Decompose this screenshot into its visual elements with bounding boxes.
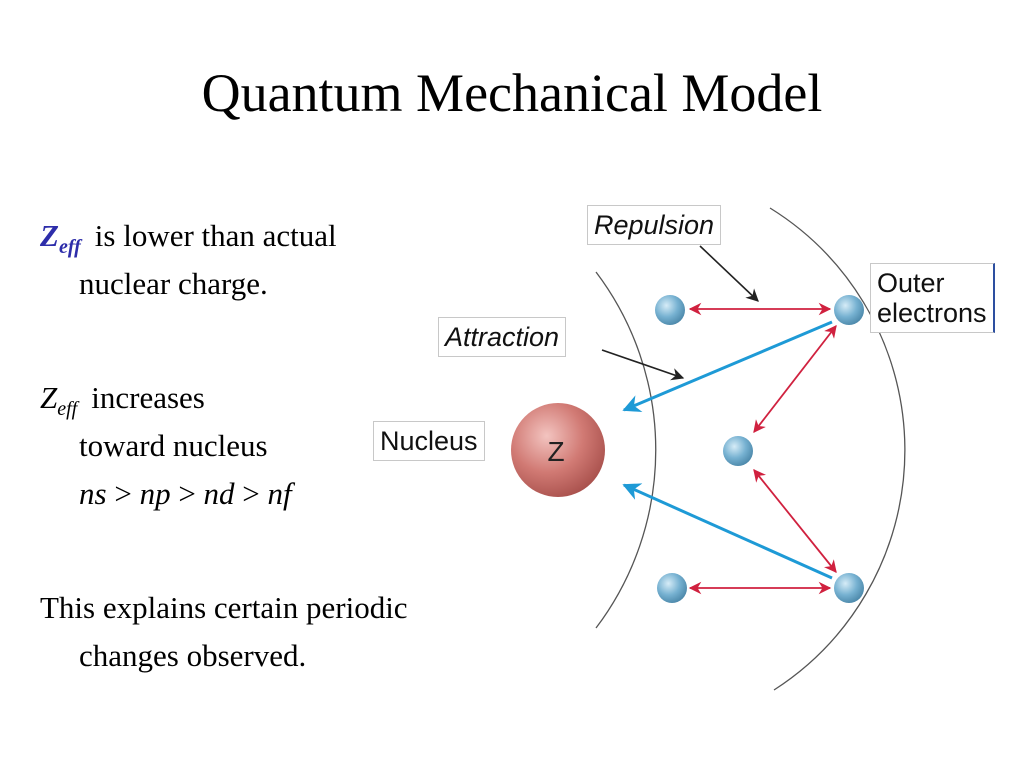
repulsion-pointer-arrow [699,245,759,302]
orbital-ns: ns [79,476,107,511]
bullet-text: is lower than actual [94,218,337,253]
zeff-symbol: Zeff [40,380,77,419]
greater-than: > [178,476,196,511]
bullet-line: Zeff is lower than actual [40,212,337,260]
nucleus [511,403,605,497]
eff-subscript: eff [58,236,81,258]
outer-electrons-label-line1: Outer [877,268,945,298]
orbital-np: np [139,476,171,511]
outer-electron-bottom [834,573,864,603]
outer-shell [769,207,906,691]
inner-shell [595,271,657,629]
bullet-text-continued: toward nucleus [79,428,268,463]
attraction-pointer-arrow [601,349,685,381]
bullet-zeff-lower: Zeff is lower than actual nuclear charge. [40,212,337,308]
zeff-symbol: Zeff [40,218,81,257]
repulsion-arrow-middle-lower [753,469,837,573]
bullet-text-continued: changes observed. [79,638,307,673]
bullet-text: increases [91,380,205,415]
attraction-label: Attraction [438,317,567,357]
bullet-line: Zeff increases [40,374,292,422]
attraction-arrow-upper [622,320,833,412]
orbital-nf: nf [267,476,292,511]
electron-middle [723,436,753,466]
inner-electron-top [655,295,685,325]
outer-electrons-label: Outer electrons [870,263,995,333]
nucleus-symbol: Z [547,436,564,467]
z-letter: Z [40,218,59,253]
bullet-text: This explains certain periodic [40,590,408,625]
outer-electron-top [834,295,864,325]
inner-electron-bottom [657,573,687,603]
bullet-periodic-changes: This explains certain periodic changes o… [40,584,408,680]
repulsion-label: Repulsion [587,205,722,245]
orbital-order: ns > np > nd > nf [40,470,292,518]
outer-electrons-label-line2: electrons [877,298,987,328]
slide-title: Quantum Mechanical Model [201,63,823,123]
z-letter: Z [40,380,58,415]
greater-than: > [242,476,260,511]
bullet-text-continued: nuclear charge. [79,266,268,301]
repulsion-arrow-middle-upper [753,325,837,433]
eff-subscript: eff [57,398,78,420]
attraction-arrow-lower [622,483,833,580]
greater-than: > [114,476,132,511]
bullet-zeff-increases: Zeff increases toward nucleus ns > np > n… [40,374,292,518]
orbital-nd: nd [203,476,235,511]
nucleus-label: Nucleus [373,421,485,461]
